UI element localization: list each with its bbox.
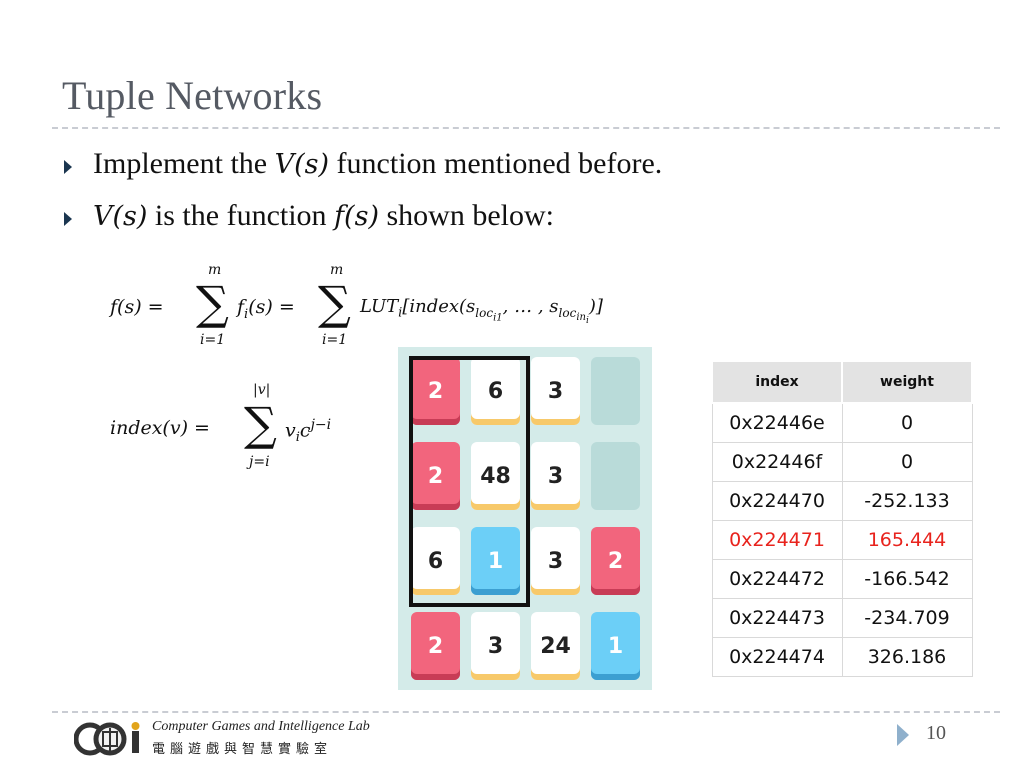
weight-cell: 0 <box>841 402 973 443</box>
formula-term: vicj−i <box>285 417 332 446</box>
lab-name-chinese: 電腦遊戲與智慧實驗室 <box>152 742 333 757</box>
bullet-list: Implement the V(s) function mentioned be… <box>62 143 962 247</box>
lab-logo: Computer Games and Intelligence Lab 電腦遊戲… <box>74 717 370 759</box>
board-tile: 6 <box>411 527 460 595</box>
sum-upper-limit: |v| <box>253 382 271 398</box>
index-cell: 0x224473 <box>711 598 843 638</box>
formula-f-of-s: f(s) = m ∑ i=1 fi(s) = m ∑ i=1 LUTi[inde… <box>110 262 690 357</box>
board-tile: 3 <box>531 357 580 425</box>
board-tile: 6 <box>471 357 520 425</box>
index-cell: 0x22446f <box>711 442 843 482</box>
index-cell: 0x224470 <box>711 481 843 521</box>
board-tile: 24 <box>531 612 580 680</box>
bullet-triangle-icon <box>64 160 72 174</box>
board-tile: 3 <box>531 442 580 510</box>
board-tile: 3 <box>471 612 520 680</box>
bullet-text: function mentioned before. <box>329 147 663 180</box>
board-tile: 3 <box>531 527 580 595</box>
bullet-text: is the function <box>147 199 335 232</box>
weight-cell: -252.133 <box>841 481 973 521</box>
board-tile: 2 <box>411 612 460 680</box>
board-empty-cell <box>591 442 640 510</box>
summation-icon: ∑ <box>196 276 229 330</box>
sum-lower-limit: j=i <box>249 454 270 470</box>
tuple-highlight-box <box>409 356 530 607</box>
cgi-logo-icon <box>74 722 140 756</box>
board-tile: 2 <box>411 357 460 425</box>
formula-lut-term: LUTi[index(sloci1, … , slocini)] <box>360 296 603 326</box>
bullet-item: Implement the V(s) function mentioned be… <box>62 143 962 195</box>
column-header-index: index <box>711 360 843 404</box>
column-header-weight: weight <box>841 360 973 404</box>
formula-index-of-v: index(v) = |v| ∑ j=i vicj−i <box>110 380 370 480</box>
summation-icon: ∑ <box>318 276 351 330</box>
weight-cell: 165.444 <box>841 520 973 560</box>
title-divider <box>52 127 1000 129</box>
sum-lower-limit: i=1 <box>200 332 226 348</box>
sum-lower-limit: i=1 <box>322 332 348 348</box>
board-empty-cell <box>591 357 640 425</box>
formula-lhs: index(v) = <box>110 417 210 439</box>
weight-cell: 326.186 <box>841 637 973 677</box>
board-tile: 48 <box>471 442 520 510</box>
formula-lhs: f(s) = <box>110 296 164 318</box>
table-row: 0x224473-234.709 <box>711 598 973 638</box>
page-number: 10 <box>926 722 946 744</box>
math-v-of-s: V(s) <box>93 201 148 232</box>
weight-cell: -166.542 <box>841 559 973 599</box>
sum-upper-limit: m <box>330 262 344 278</box>
board-tile: 1 <box>591 612 640 680</box>
index-cell: 0x22446e <box>711 402 843 443</box>
math-v-of-s: V(s) <box>274 149 330 180</box>
index-cell: 0x224471 <box>711 520 843 560</box>
table-header-row: index weight <box>711 360 973 404</box>
table-row: 0x224470-252.133 <box>711 481 973 521</box>
summation-icon: ∑ <box>244 397 277 451</box>
bullet-triangle-icon <box>64 212 72 226</box>
slide-title: Tuple Networks <box>62 73 323 118</box>
footer-divider <box>52 711 1000 713</box>
weight-cell: 0 <box>841 442 973 482</box>
bullet-text: Implement the <box>93 147 275 180</box>
board-tile: 2 <box>411 442 460 510</box>
sum-upper-limit: m <box>208 262 222 278</box>
next-slide-arrow-icon[interactable] <box>897 724 909 746</box>
table-row: 0x224472-166.542 <box>711 559 973 599</box>
weight-cell: -234.709 <box>841 598 973 638</box>
bullet-text: shown below: <box>378 199 554 232</box>
bullet-item: V(s) is the function f(s) shown below: <box>62 195 962 247</box>
index-cell: 0x224474 <box>711 637 843 677</box>
math-f-of-s: f(s) <box>334 201 379 232</box>
board-tile: 2 <box>591 527 640 595</box>
lab-name-english: Computer Games and Intelligence Lab <box>152 719 370 734</box>
formula-term: fi(s) = <box>237 296 295 322</box>
board-tile: 1 <box>471 527 520 595</box>
index-cell: 0x224472 <box>711 559 843 599</box>
